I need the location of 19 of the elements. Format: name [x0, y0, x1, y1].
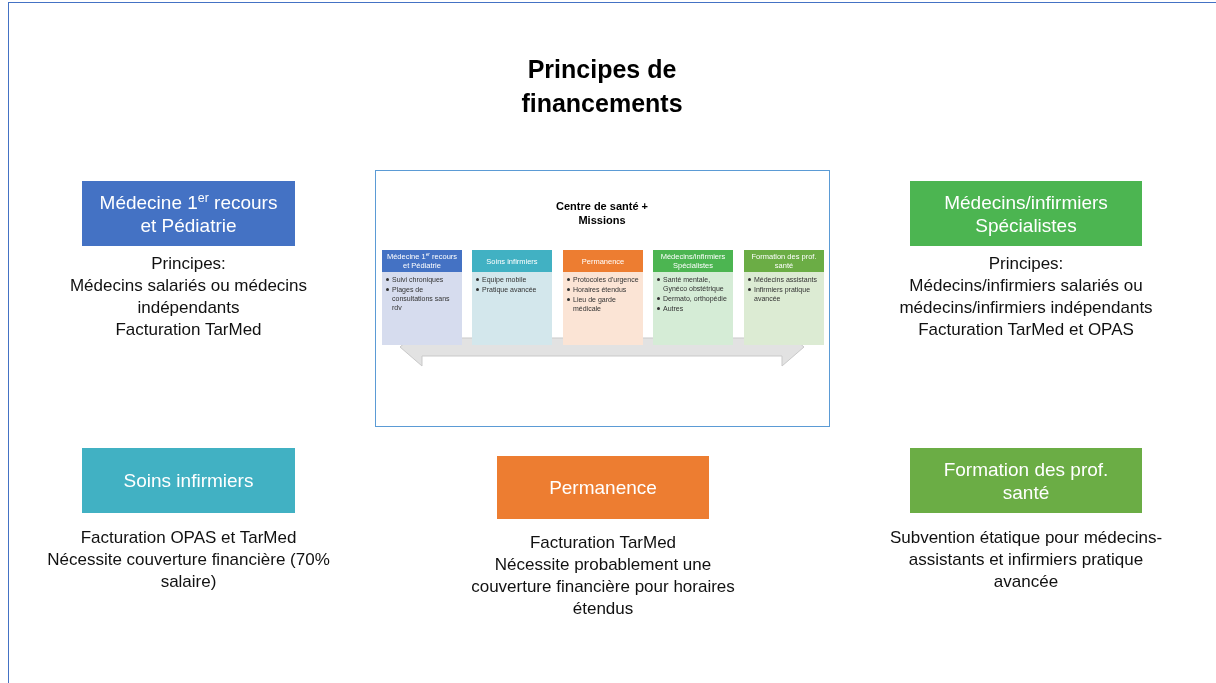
- body-text: Facturation TarMed et OPAS: [917, 319, 1135, 341]
- body-text: Nécessite probablement une couverture financière pour horaires étendus: [470, 554, 736, 620]
- body-text: Médecins salariés ou médecins indépendants: [68, 275, 309, 319]
- body-text: Facturation OPAS et TarMed: [79, 527, 298, 549]
- body-text: Principes:: [150, 253, 227, 275]
- body-text: Principes:: [987, 253, 1065, 275]
- body-text: Nécessite couverture financière (70% salaire): [46, 549, 331, 593]
- picture-frame: [375, 170, 830, 427]
- body-text: Médecins/infirmiers salariés ou médecins/infirmiers indépendants: [898, 275, 1154, 319]
- heading-box: Formation des prof. santé: [910, 448, 1142, 513]
- heading-box: Médecins/infirmiers Spécialistes: [910, 181, 1142, 246]
- body-text: Subvention étatique pour médecins-assistants et infirmiers pratique avancée: [888, 527, 1164, 593]
- body-text: Facturation TarMed: [528, 532, 678, 554]
- frame-title: Centre de santé + Missions: [555, 199, 649, 227]
- slide-title: Principes de financements: [520, 54, 684, 119]
- heading-box: Médecine 1$^{er}$ recours et Pédiatrie: [82, 181, 295, 246]
- heading-box: Soins infirmiers: [82, 448, 295, 513]
- heading-box: Permanence: [497, 456, 709, 519]
- body-text: Facturation TarMed: [114, 319, 263, 341]
